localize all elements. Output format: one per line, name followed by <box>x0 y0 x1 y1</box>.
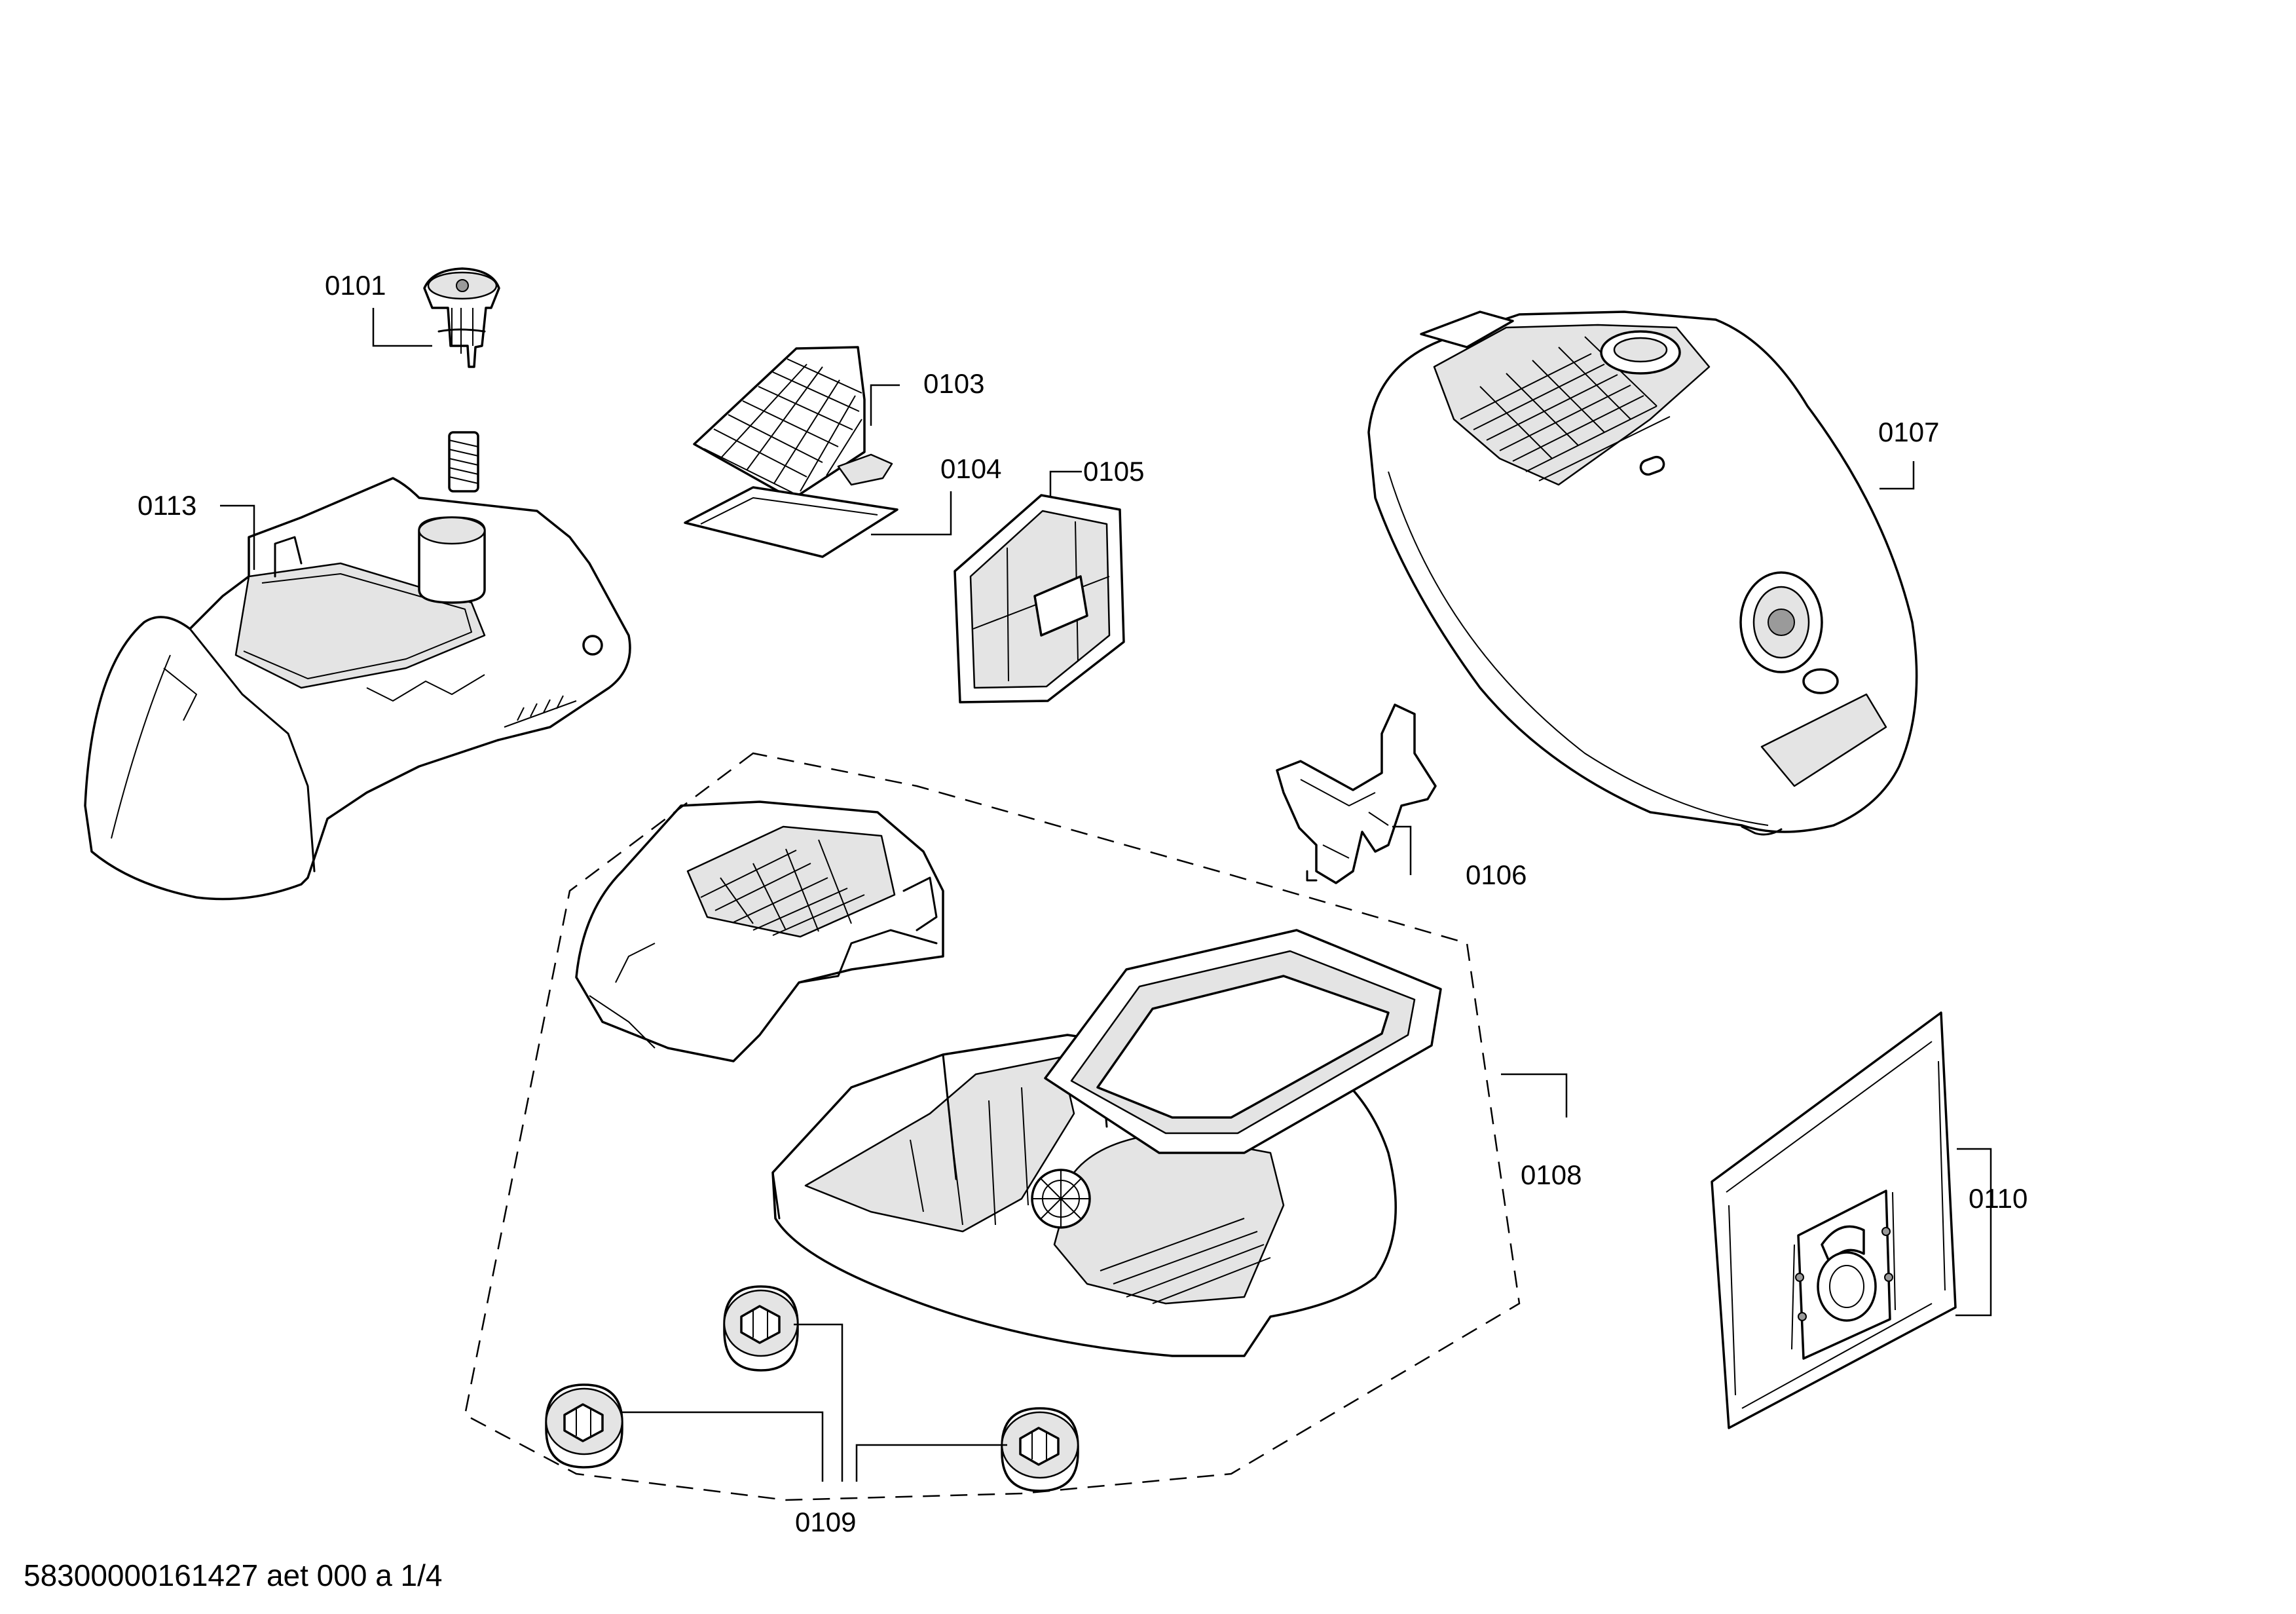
label-0109: 0109 <box>795 1507 856 1537</box>
part-0103-filter-grid <box>693 346 893 500</box>
label-0107: 0107 <box>1878 417 1939 447</box>
leader-0105 <box>1049 470 1082 498</box>
leader-0109-c <box>855 1444 1007 1482</box>
leader-0107 <box>1879 461 1915 490</box>
leader-0108 <box>1501 1073 1568 1117</box>
part-0104-filter-pad <box>684 486 898 558</box>
part-0109-wheel-2 <box>545 1383 623 1469</box>
part-0107-housing-cover <box>1367 310 1918 836</box>
leader-0101 <box>372 308 432 347</box>
assembly-0108-boundary <box>464 752 1521 1501</box>
part-0106-bag-holder <box>1276 704 1437 884</box>
part-0101-spring <box>448 431 479 493</box>
label-0113: 0113 <box>138 490 196 521</box>
label-0101: 0101 <box>325 270 386 301</box>
label-0108: 0108 <box>1521 1159 1582 1190</box>
part-0109-wheel-3 <box>1001 1407 1079 1492</box>
leader-0104 <box>871 491 952 536</box>
leader-lines <box>220 308 1992 1482</box>
leader-0109-a <box>794 1323 843 1482</box>
part-0109-wheel-1 <box>723 1285 799 1372</box>
leader-0110 <box>1955 1148 1992 1317</box>
label-0110: 0110 <box>1969 1183 2028 1214</box>
part-0101-knob <box>423 267 500 493</box>
drawing-reference-number: 58300000161427 aet 000 a 1/4 <box>24 1558 443 1592</box>
label-0103: 0103 <box>923 368 984 399</box>
part-0105-filter-frame <box>954 494 1125 704</box>
leader-0113 <box>220 504 255 570</box>
label-0104: 0104 <box>940 453 1001 484</box>
label-0105: 0105 <box>1083 456 1144 487</box>
part-0108-filter-housing <box>575 800 944 1062</box>
leader-0109-b <box>621 1411 824 1482</box>
label-0106: 0106 <box>1466 859 1527 890</box>
leader-0103 <box>870 384 900 426</box>
part-0108-seal-ring <box>1044 929 1442 1154</box>
part-0113-rear-housing <box>84 477 631 901</box>
part-0110-dust-bag <box>1711 1011 1957 1429</box>
leader-0106 <box>1392 825 1412 875</box>
